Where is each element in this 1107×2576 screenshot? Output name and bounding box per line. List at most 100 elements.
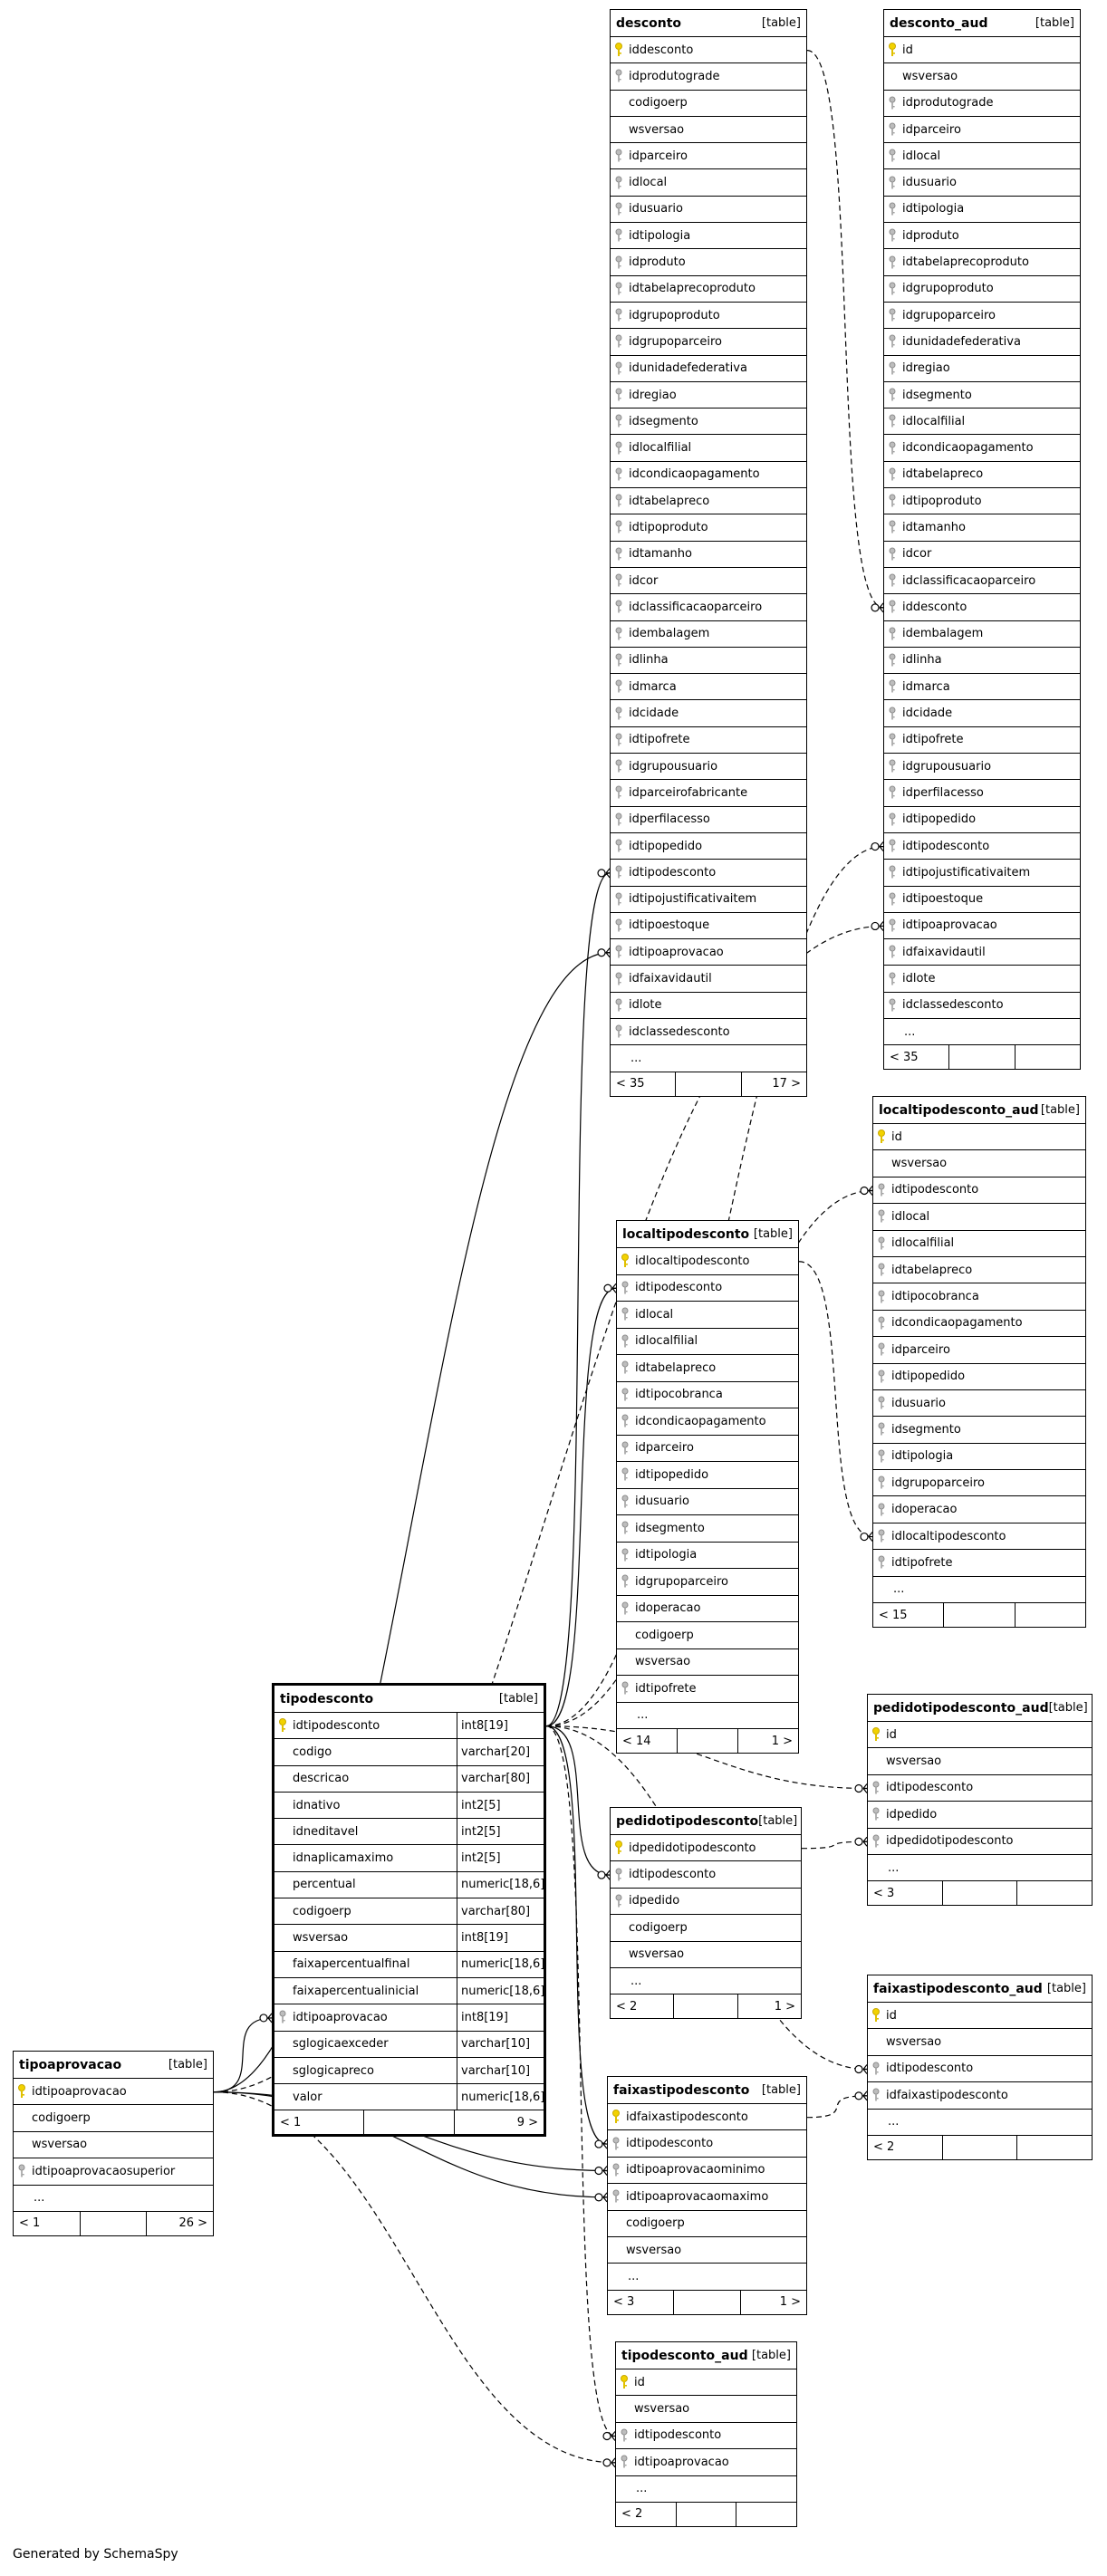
column-row[interactable]: idproduto — [884, 223, 1080, 250]
column-row[interactable]: idtipojustificativaitem — [611, 887, 806, 913]
column-row[interactable]: idgrupoproduto — [884, 276, 1080, 303]
column-row[interactable]: idtipofrete — [873, 1550, 1085, 1577]
column-row[interactable]: idlocalfilial — [884, 409, 1080, 436]
column-row[interactable]: id — [868, 2003, 1092, 2030]
column-row[interactable]: idtipodesconto — [873, 1177, 1085, 1205]
column-row[interactable]: idtamanho — [611, 542, 806, 568]
column-row[interactable]: codigoerp — [611, 1915, 801, 1942]
column-row[interactable]: id — [873, 1124, 1085, 1151]
column-row[interactable]: idclassificacaoparceiro — [884, 568, 1080, 595]
column-row[interactable]: idprodutograde — [884, 91, 1080, 117]
column-row[interactable]: idpedido — [868, 1802, 1092, 1829]
column-row[interactable]: idtabelapreco — [611, 488, 806, 515]
column-row[interactable]: idtipoaprovacao — [616, 2449, 796, 2476]
column-row[interactable]: idtipodesconto — [884, 833, 1080, 860]
table-name[interactable]: tipodesconto — [280, 1691, 374, 1706]
column-row[interactable]: codigoerp — [14, 2105, 213, 2132]
column-row[interactable]: idoperacao — [617, 1596, 798, 1622]
column-row[interactable]: idtipofrete — [884, 727, 1080, 755]
column-row[interactable]: idtipocobranca — [873, 1283, 1085, 1311]
column-row[interactable]: wsversao — [884, 63, 1080, 91]
children-count[interactable]: 1 > — [737, 1729, 798, 1753]
column-row[interactable]: codigoerp — [611, 91, 806, 117]
column-row[interactable]: idtamanho — [884, 514, 1080, 542]
column-row[interactable]: idmarca — [884, 674, 1080, 701]
column-row[interactable]: idtipoestoque — [884, 887, 1080, 913]
column-row[interactable]: idproduto — [611, 249, 806, 276]
column-row[interactable]: idtipopedido — [617, 1462, 798, 1489]
column-row[interactable]: idgrupousuario — [884, 754, 1080, 781]
column-row[interactable]: ... — [611, 1968, 801, 1995]
parents-count[interactable]: < 35 — [616, 1077, 645, 1091]
column-row[interactable]: wsversao — [611, 117, 806, 144]
parents-count[interactable]: < 2 — [873, 2140, 895, 2155]
column-row[interactable]: idusuario — [873, 1390, 1085, 1418]
column-row[interactable]: ... — [611, 1045, 806, 1072]
parents-count[interactable]: < 3 — [873, 1886, 895, 1900]
column-row[interactable]: idlocal — [617, 1302, 798, 1329]
column-row[interactable]: idcondicaopagamento — [884, 435, 1080, 462]
column-row[interactable]: idtipocobranca — [617, 1382, 798, 1408]
column-row[interactable]: codigoerp — [608, 2211, 806, 2237]
column-row[interactable]: idtipodesconto — [868, 1775, 1092, 1802]
column-row[interactable]: wsversao — [611, 1942, 801, 1968]
column-row[interactable]: idlocalfilial — [611, 435, 806, 462]
column-row[interactable]: ... — [884, 1019, 1080, 1046]
column-row[interactable]: idtipofrete — [617, 1676, 798, 1703]
parents-count[interactable]: < 2 — [616, 1999, 638, 2014]
column-row[interactable]: idregiao — [611, 382, 806, 409]
parents-count[interactable]: < 1 — [19, 2216, 41, 2231]
column-row[interactable]: idfaixastipodesconto — [608, 2104, 806, 2131]
column-row[interactable]: id — [616, 2369, 796, 2397]
column-row[interactable]: idtipodesconto — [617, 1275, 798, 1302]
column-row[interactable]: idcidade — [884, 700, 1080, 727]
table-name[interactable]: pedidotipodesconto — [616, 1813, 759, 1829]
column-row[interactable]: idtipoaprovacaomaximo — [608, 2184, 806, 2211]
parents-count[interactable]: < 3 — [613, 2295, 635, 2310]
column-row[interactable]: idsegmento — [617, 1515, 798, 1543]
column-row[interactable]: idgrupoparceiro — [884, 303, 1080, 330]
column-row[interactable]: idclassedesconto — [884, 993, 1080, 1019]
children-count[interactable]: 9 > — [453, 2110, 544, 2135]
parents-count[interactable]: < 2 — [621, 2507, 643, 2522]
column-row[interactable]: idlinha — [611, 648, 806, 675]
column-row[interactable]: idlocal — [873, 1204, 1085, 1231]
column-row[interactable]: ... — [616, 2476, 796, 2503]
column-row[interactable]: idtipodesconto — [608, 2130, 806, 2158]
column-row[interactable]: idtipofrete — [611, 727, 806, 755]
column-row[interactable]: idregiao — [884, 356, 1080, 382]
column-row[interactable]: idlote — [884, 966, 1080, 993]
column-row[interactable]: idlinha — [884, 648, 1080, 675]
column-row[interactable]: idtipodesconto — [611, 860, 806, 887]
table-name[interactable]: desconto — [616, 15, 682, 31]
column-row[interactable]: idtipoproduto — [611, 514, 806, 542]
parents-count[interactable]: < 15 — [879, 1608, 908, 1622]
children-count[interactable]: 17 > — [740, 1072, 806, 1096]
column-row[interactable]: codigoerp — [617, 1622, 798, 1649]
column-row[interactable]: idembalagem — [884, 621, 1080, 648]
column-row[interactable]: idunidadefederativa — [611, 356, 806, 382]
children-count[interactable] — [1016, 2135, 1092, 2159]
parents-count[interactable]: < 35 — [890, 1050, 919, 1064]
column-row[interactable]: idcidade — [611, 700, 806, 727]
parents-count[interactable]: < 1 — [280, 2115, 302, 2129]
column-row[interactable]: idtipodesconto — [868, 2056, 1092, 2083]
column-row[interactable]: idcondicaopagamento — [611, 462, 806, 489]
column-row[interactable]: idprodutograde — [611, 63, 806, 91]
table-name[interactable]: desconto_aud — [890, 15, 988, 31]
column-row[interactable]: id — [868, 1722, 1092, 1749]
